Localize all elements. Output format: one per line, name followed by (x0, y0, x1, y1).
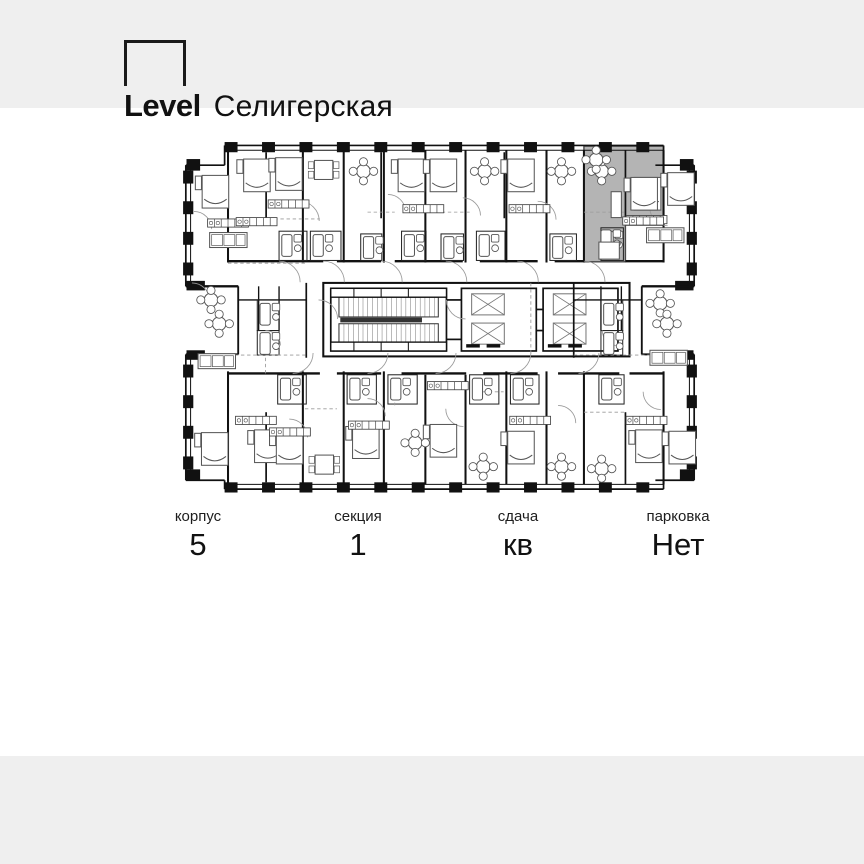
stat-korpus: корпус 5 (118, 508, 278, 563)
highlighted-unit-furniture (581, 145, 664, 260)
elevator-cab (471, 293, 505, 316)
unit-stats: корпус 5 секция 1 сдача кв парковка Нет (118, 508, 758, 563)
central-core (322, 281, 631, 358)
stat-sdacha: сдача кв (438, 508, 598, 563)
brand-level-label: Level (124, 88, 201, 123)
project-name-label: Селигерская (213, 90, 393, 123)
stat-label: парковка (646, 508, 710, 525)
brand-text: Level Селигерская (124, 88, 393, 124)
elevator-cab (552, 293, 587, 316)
brand-logo[interactable]: Level Селигерская (124, 40, 604, 130)
stat-value: 1 (349, 527, 367, 562)
stat-label: сдача (497, 508, 539, 525)
structural-columns (183, 142, 697, 493)
stat-value: кв (502, 527, 534, 562)
stat-value: 5 (189, 527, 207, 562)
stat-label: секция (334, 508, 382, 525)
door-swings (191, 194, 668, 438)
floor-plan-svg (176, 140, 704, 500)
elevator-cab (552, 322, 587, 345)
stat-value: Нет (651, 527, 705, 562)
stat-sekciya: секция 1 (278, 508, 438, 563)
stat-label: корпус (174, 508, 222, 525)
staircase (329, 287, 448, 352)
floor-plan[interactable] (110, 140, 770, 500)
elevator-cab (471, 322, 505, 345)
stat-parkovka: парковка Нет (598, 508, 758, 563)
square-bracket-mark-icon (124, 40, 186, 86)
